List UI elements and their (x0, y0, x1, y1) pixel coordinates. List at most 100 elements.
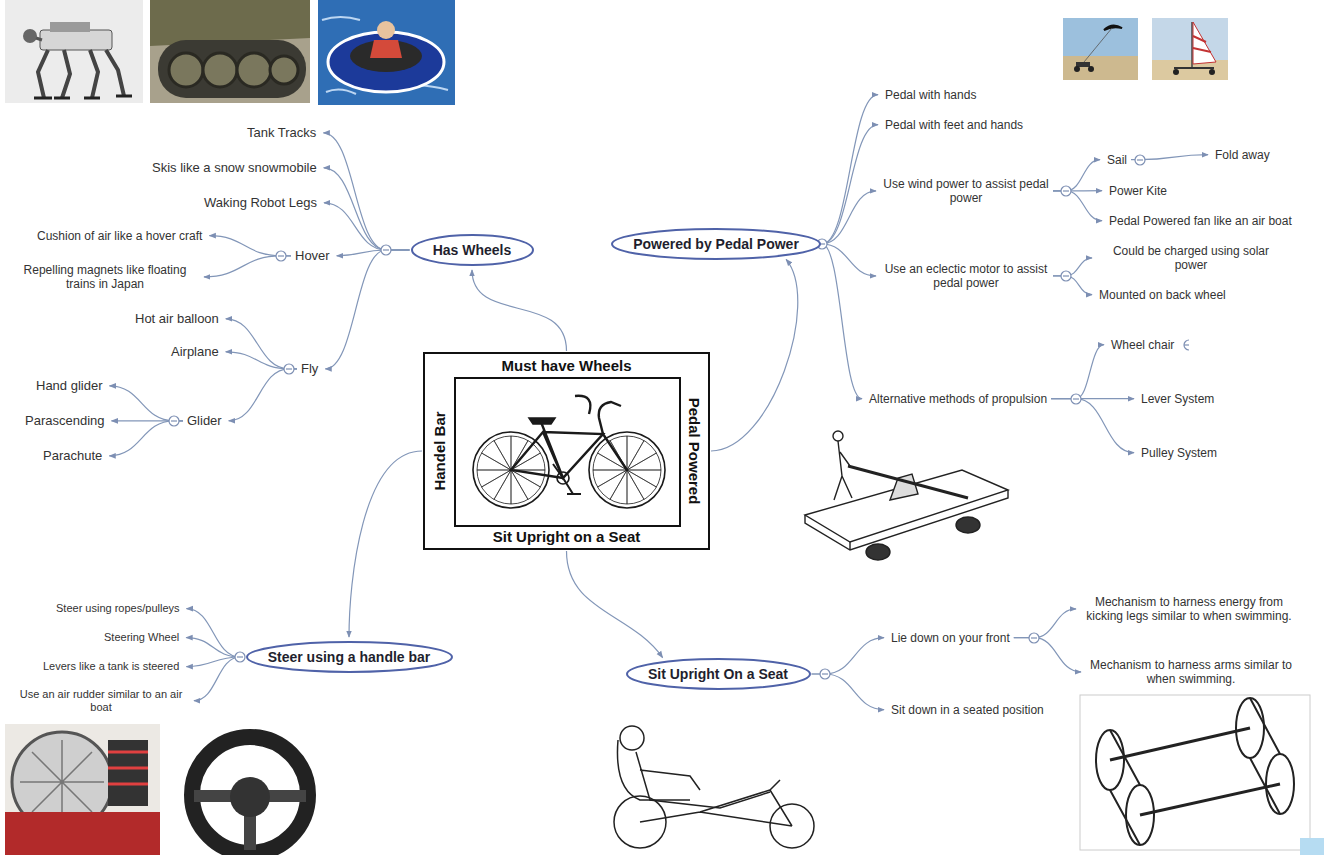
branch-item: Mounted on back wheel (1096, 287, 1229, 303)
connector (325, 250, 409, 369)
branch-text: Could be charged using solar power (1099, 244, 1283, 273)
branch-text: Mounted on back wheel (1099, 288, 1226, 302)
branch-item: Wheel chair (1108, 337, 1177, 353)
branch-text: Use wind power to assist pedal power (883, 177, 1049, 206)
branch-item: Airplane (168, 343, 222, 361)
connector (1014, 609, 1076, 638)
branch-text: Skis like a snow snowmobile (152, 160, 317, 176)
connector (711, 259, 798, 451)
connector (472, 270, 567, 351)
connector (1051, 399, 1134, 453)
branch-item: Steer using ropes/pulleys (53, 601, 183, 616)
land-yacht-photo (1152, 18, 1228, 80)
connector (812, 638, 885, 674)
branch-text: Mechanism to harness arms similar to whe… (1088, 658, 1294, 687)
branch-item: Glider (184, 412, 225, 430)
branch-text: Power Kite (1109, 184, 1167, 198)
recumbent-bike-sketch (614, 726, 814, 848)
branch-text: Fly (301, 361, 318, 377)
branch-item: Use an eclectic motor to assist pedal po… (880, 261, 1052, 292)
concept-label: Handel Bar (431, 411, 448, 490)
branch-item: Parascending (22, 412, 108, 430)
branch-item: Lever System (1138, 391, 1217, 407)
branch-item: Fly (298, 360, 321, 378)
branch-text: Waking Robot Legs (204, 195, 317, 211)
concept-label: Must have Wheels (501, 357, 631, 374)
connector (822, 125, 878, 244)
connector (812, 674, 885, 710)
connector (1014, 638, 1081, 672)
connector (337, 250, 410, 256)
branch-text: Use an air rudder similar to an air boat (15, 688, 187, 714)
branch-item: Levers like a tank is steered (40, 659, 182, 674)
branch-text: Hot air balloon (135, 311, 219, 327)
branch-text: Glider (187, 413, 222, 429)
branch-title: Powered by Pedal Power (633, 236, 799, 252)
branch-text: Parascending (25, 413, 105, 429)
branch-ellipse: Powered by Pedal Power (611, 228, 821, 260)
concept-box: Must have WheelsHandel BarPedal PoweredS… (423, 352, 710, 550)
branch-text: Steering Wheel (104, 631, 179, 644)
branch-text: Hand glider (36, 378, 103, 394)
branch-item: Alternative methods of propulsion (866, 391, 1050, 407)
branch-text: Pedal with hands (885, 88, 976, 102)
branch-text: Pulley System (1141, 446, 1217, 460)
branch-text: Wheel chair (1111, 338, 1174, 352)
branch-text: Alternative methods of propulsion (869, 392, 1047, 406)
pulley-wheels-sketch (1080, 695, 1310, 850)
branch-text: Sail (1107, 153, 1127, 167)
branch-item: Could be charged using solar power (1096, 243, 1286, 274)
branch-text: Use an eclectic motor to assist pedal po… (883, 262, 1049, 291)
connector (226, 319, 297, 369)
connector (194, 657, 245, 701)
branch-text: Steer using ropes/pulleys (56, 602, 180, 615)
connector (1051, 345, 1104, 399)
branch-text: Pedal Powered fan like an air boat (1109, 214, 1292, 228)
branch-text: Mechanism to harness energy from kicking… (1083, 595, 1295, 624)
branch-text: Lie down on your front (891, 631, 1010, 645)
connector (1053, 276, 1092, 295)
lever-cart-sketch (805, 431, 1008, 560)
branch-item: Hot air balloon (132, 310, 222, 328)
branch-text: Pedal with feet and hands (885, 118, 1023, 132)
branch-item: Parachute (40, 447, 105, 465)
branch-item: Waking Robot Legs (201, 194, 320, 212)
concept-label: Sit Upright on a Seat (493, 528, 641, 545)
connector (822, 244, 876, 276)
tank-track-photo (150, 0, 310, 103)
branch-item: Sail (1104, 152, 1130, 168)
connector (1053, 191, 1102, 221)
branch-item: Lie down on your front (888, 630, 1013, 646)
branch-text: Parachute (43, 448, 102, 464)
branch-text: Cushion of air like a hover craft (37, 229, 202, 243)
branch-item: Hover (292, 247, 333, 265)
branch-item: Skis like a snow snowmobile (149, 159, 320, 177)
branch-item: Tank Tracks (244, 124, 319, 142)
branch-text: Tank Tracks (247, 125, 316, 141)
branch-item: Mechanism to harness energy from kicking… (1080, 594, 1298, 625)
branch-title: Steer using a handle bar (268, 649, 431, 665)
branch-ellipse: Steer using a handle bar (246, 641, 453, 673)
branch-item: Mechanism to harness arms similar to whe… (1085, 657, 1297, 688)
connector (324, 203, 410, 250)
branch-title: Has Wheels (433, 242, 512, 258)
branch-text: Levers like a tank is steered (43, 660, 179, 673)
connector (1053, 160, 1100, 191)
connector (822, 244, 862, 399)
connector (110, 386, 184, 421)
corner-tab (1300, 838, 1324, 855)
branch-ellipse: Sit Upright On a Seat (626, 658, 811, 690)
branch-text: Repelling magnets like floating trains i… (13, 263, 197, 292)
branch-item: Power Kite (1106, 183, 1170, 199)
branch-item: Fold away (1212, 147, 1273, 163)
branch-text: Hover (295, 248, 330, 264)
branch-ellipse: Has Wheels (411, 234, 534, 266)
steering-wheel-photo (192, 737, 308, 853)
connector (1053, 258, 1092, 276)
branch-title: Sit Upright On a Seat (648, 666, 789, 682)
connector (324, 168, 410, 250)
kite-buggy-photo (1063, 18, 1138, 80)
branch-item: Sit down in a seated position (888, 702, 1047, 718)
connector (187, 609, 245, 657)
